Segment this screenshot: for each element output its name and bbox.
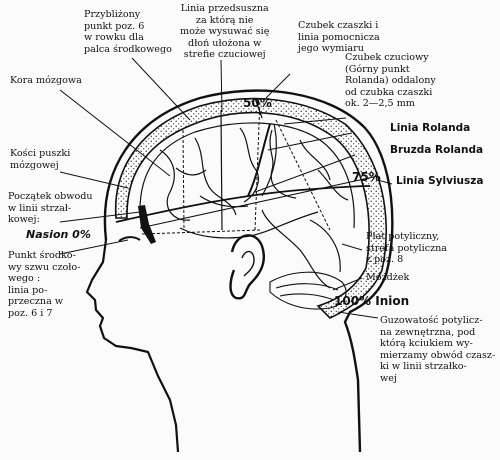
- label-sylvian-line: Linia Sylviusza: [396, 175, 484, 187]
- label-occipital-lobe: Płat potyliczny, strefa potyliczna z poz…: [366, 231, 448, 265]
- eyebrow: [118, 236, 141, 242]
- ear-drawing: [229, 234, 265, 300]
- label-cortex: Kora mózgowa: [10, 75, 82, 86]
- label-precentral-line: Linia przedsuszna za którą nie może wysu…: [180, 3, 270, 60]
- label-coronal-center: Punkt środko- wy szwu czoło- wego : lini…: [8, 250, 81, 319]
- eye-mark: [138, 205, 156, 244]
- pointer-lines: [59, 57, 393, 319]
- head-outline: [103, 89, 394, 453]
- label-skull-vertex: Czubek czaszki i linia pomocnicza jego w…: [298, 20, 380, 54]
- label-50-percent: 50%: [243, 96, 272, 110]
- cerebellum-drawing: [269, 271, 347, 310]
- face-profile: [85, 239, 180, 453]
- label-circuit-start: Początek obwodu w linii strzał- kowej:: [8, 191, 93, 225]
- label-approx-point: Przybliżony punkt poz. 6 w rowku dla pal…: [84, 9, 172, 55]
- label-nasion: Nasion 0%: [26, 228, 91, 241]
- label-rolando-line: Linia Rolanda: [390, 122, 471, 134]
- label-75-percent: 75%: [352, 170, 381, 184]
- label-rolando-furrow: Bruzda Rolanda: [390, 144, 484, 156]
- brain-gyri: [139, 122, 355, 289]
- label-cerebellum: Móżdżek: [366, 272, 410, 283]
- label-occipital-protuberance: Guzowatość potylicz- na zewnętrzna, pod …: [380, 315, 496, 384]
- label-sensory-vertex: Czubek czuciowy (Górny punkt Rolanda) od…: [345, 52, 436, 109]
- measurement-lines: [115, 97, 379, 235]
- label-inion: 100% Inion: [334, 294, 410, 308]
- label-skull-bones: Kości puszki mózgowej: [10, 148, 71, 171]
